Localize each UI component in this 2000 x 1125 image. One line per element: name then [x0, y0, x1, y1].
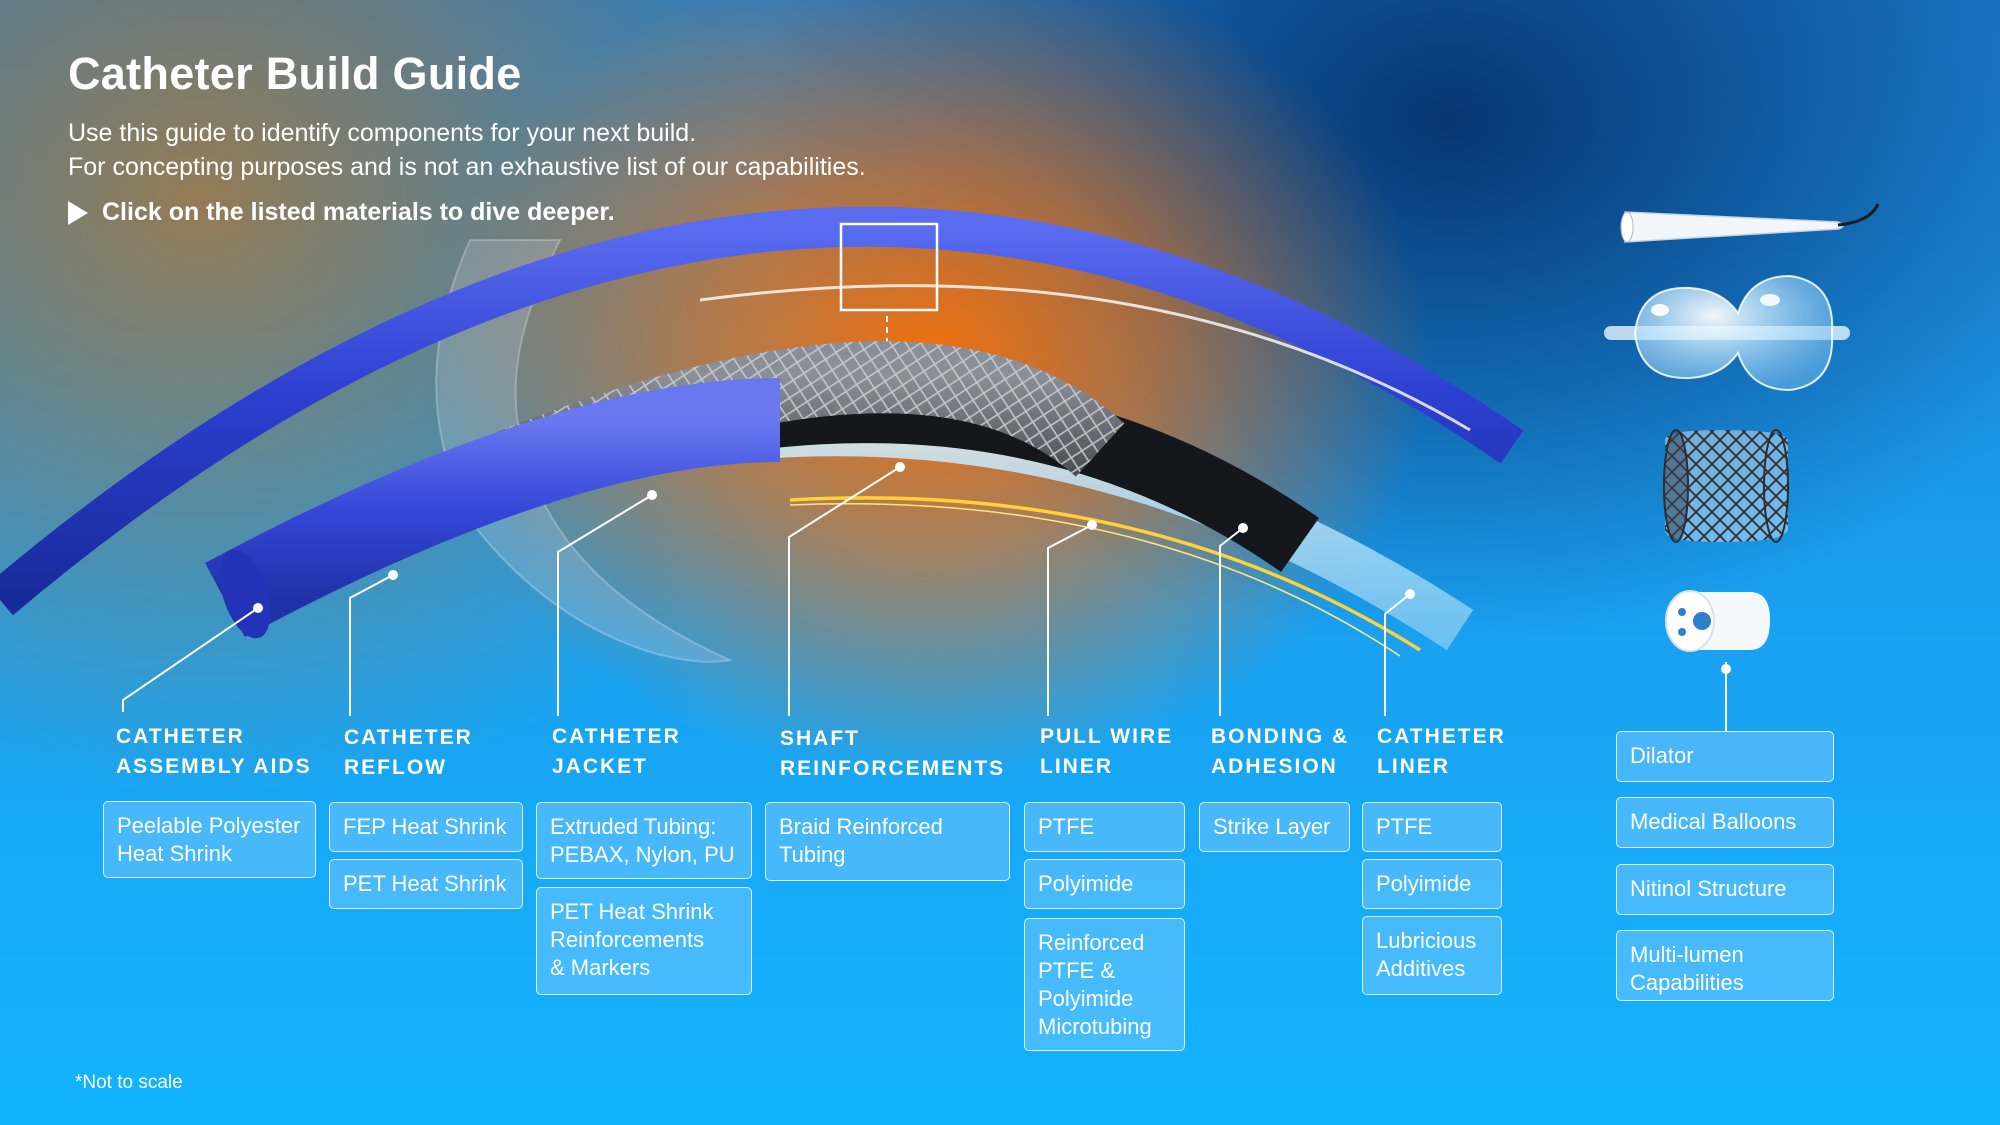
dive-deeper-text: Click on the listed materials to dive de…: [102, 198, 615, 226]
subtitle-line: For concepting purposes and is not an ex…: [68, 153, 866, 181]
dilator-tip-icon: [1620, 203, 1880, 243]
category-label: REFLOW: [344, 756, 447, 779]
callout-dots: [253, 462, 1415, 613]
material-label: Capabilities: [1630, 970, 1744, 995]
material-label: Reinforcements: [550, 927, 705, 952]
material-label: Heat Shrink: [117, 841, 232, 866]
dive-deeper-prompt: Click on the listed materials to dive de…: [68, 198, 615, 227]
material-label: Multi-lumen: [1630, 942, 1744, 967]
material-lubricious-additives[interactable]: Lubricious Additives: [1362, 916, 1502, 995]
material-label: PET Heat Shrink: [550, 899, 714, 924]
category-label: ASSEMBLY AIDS: [116, 755, 312, 778]
material-peelable-polyester-heat-shrink[interactable]: Peelable Polyester Heat Shrink: [103, 801, 316, 878]
category-reflow: CATHETER REFLOW: [344, 723, 473, 783]
material-liner-polyimide[interactable]: Polyimide: [1362, 859, 1502, 909]
material-label: Peelable Polyester: [117, 813, 301, 838]
material-label: Extruded Tubing:: [550, 814, 717, 839]
material-label: PTFE: [1038, 814, 1095, 839]
category-label: SHAFT: [780, 727, 860, 750]
material-pull-wire-ptfe[interactable]: PTFE: [1024, 802, 1185, 852]
material-pet-heat-shrink[interactable]: PET Heat Shrink: [329, 859, 523, 909]
detail-box: [839, 222, 939, 312]
material-label: Polyimide: [1038, 871, 1134, 896]
material-strike-layer[interactable]: Strike Layer: [1199, 802, 1350, 852]
multi-lumen-icon: [1665, 590, 1770, 731]
heat-shrink-overlay: [435, 239, 734, 663]
material-multi-lumen-capabilities[interactable]: Multi-lumen Capabilities: [1616, 930, 1834, 1001]
material-reinforced-ptfe-polyimide-microtubing[interactable]: Reinforced PTFE & Polyimide Microtubing: [1024, 918, 1185, 1051]
material-liner-ptfe[interactable]: PTFE: [1362, 802, 1502, 852]
category-assembly-aids: CATHETER ASSEMBLY AIDS: [116, 722, 312, 782]
material-label: PTFE: [1376, 814, 1433, 839]
footnote: *Not to scale: [75, 1072, 183, 1093]
material-label: Polyimide: [1038, 986, 1134, 1011]
category-label: PULL WIRE: [1040, 725, 1174, 748]
category-label: JACKET: [552, 755, 649, 778]
category-label: LINER: [1040, 755, 1113, 778]
material-label: Braid Reinforced: [779, 814, 943, 839]
category-catheter-liner: CATHETER LINER: [1377, 722, 1506, 782]
material-label: PTFE &: [1038, 958, 1116, 983]
medical-balloon-icon: [1604, 274, 1850, 392]
category-shaft-reinforcements: SHAFT REINFORCEMENTS: [780, 724, 1005, 784]
category-label: CATHETER: [552, 725, 681, 748]
material-nitinol-structure[interactable]: Nitinol Structure: [1616, 864, 1834, 915]
material-label: Dilator: [1630, 743, 1694, 768]
category-label: REINFORCEMENTS: [780, 757, 1006, 780]
jacket-layer: [205, 378, 781, 638]
nitinol-stent-icon: [1663, 429, 1789, 543]
material-label: PEBAX, Nylon, PU: [550, 842, 735, 867]
category-label: BONDING &: [1211, 725, 1350, 748]
material-fep-heat-shrink[interactable]: FEP Heat Shrink: [329, 802, 523, 852]
material-label: Strike Layer: [1213, 814, 1331, 839]
material-label: Reinforced: [1038, 930, 1145, 955]
material-pull-wire-polyimide[interactable]: Polyimide: [1024, 859, 1185, 909]
category-bonding-adhesion: BONDING & ADHESION: [1211, 722, 1349, 782]
material-pet-heat-shrink-reinforcements[interactable]: PET Heat Shrink Reinforcements & Markers: [536, 887, 752, 995]
material-label: Additives: [1376, 956, 1466, 981]
category-pull-wire-liner: PULL WIRE LINER: [1040, 722, 1173, 782]
subtitle-line: Use this guide to identify components fo…: [68, 119, 697, 147]
category-label: CATHETER: [116, 725, 245, 748]
material-dilator[interactable]: Dilator: [1616, 731, 1834, 782]
material-label: FEP Heat Shrink: [343, 814, 507, 839]
upper-tube-highlight: [699, 284, 1471, 432]
material-label: Lubricious: [1376, 928, 1477, 953]
category-label: ADHESION: [1211, 755, 1338, 778]
category-label: LINER: [1377, 755, 1450, 778]
material-medical-balloons[interactable]: Medical Balloons: [1616, 797, 1834, 848]
material-extruded-tubing[interactable]: Extruded Tubing: PEBAX, Nylon, PU: [536, 802, 752, 879]
subtitle: Use this guide to identify components fo…: [68, 116, 866, 184]
material-label: Polyimide: [1376, 871, 1472, 896]
material-braid-reinforced-tubing[interactable]: Braid Reinforced Tubing: [765, 802, 1010, 881]
material-label: Microtubing: [1038, 1014, 1152, 1039]
page-title: Catheter Build Guide: [68, 48, 522, 99]
material-label: Nitinol Structure: [1630, 876, 1787, 901]
category-label: CATHETER: [1377, 725, 1506, 748]
category-jacket: CATHETER JACKET: [552, 722, 681, 782]
play-icon: [68, 200, 88, 225]
category-label: CATHETER: [344, 726, 473, 749]
material-label: Medical Balloons: [1630, 809, 1797, 834]
upper-tube: [0, 206, 1524, 616]
material-label: & Markers: [550, 955, 651, 980]
material-label: PET Heat Shrink: [343, 871, 507, 896]
material-label: Tubing: [779, 842, 846, 867]
callout-lines: [122, 466, 1411, 716]
